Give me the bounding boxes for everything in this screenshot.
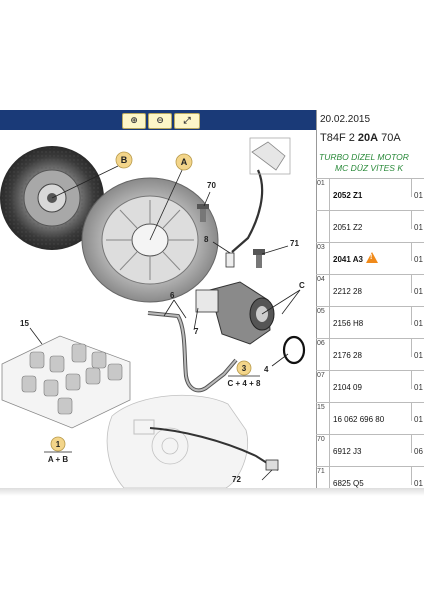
o-ring-4-part[interactable] xyxy=(282,335,306,365)
part-reference[interactable]: 6912 J3 xyxy=(333,447,362,456)
parts-row[interactable]: 2051 Z2 01 xyxy=(316,210,424,242)
gearbox-illustration xyxy=(106,394,248,488)
part-quantity: 01 xyxy=(411,211,423,232)
formula-3-text: C + 4 + 8 xyxy=(228,379,261,388)
zoom-in-icon: ⊕ xyxy=(130,116,138,126)
formula-3[interactable]: 3 C + 4 + 8 xyxy=(228,360,261,388)
callout-7[interactable]: 7 xyxy=(194,327,199,336)
part-reference[interactable]: 2041 A3 xyxy=(333,255,363,264)
callout-70[interactable]: 70 xyxy=(207,181,216,190)
formula-1-number: 1 xyxy=(56,440,61,449)
engine-line-2: MC DÜZ VİTES K xyxy=(335,163,404,173)
part-quantity: 01 xyxy=(411,371,423,392)
part-reference[interactable]: 6825 Q5 xyxy=(333,479,364,488)
part-reference[interactable]: 2104 09 xyxy=(333,383,362,392)
callout-4[interactable]: 4 xyxy=(264,365,269,374)
part-quantity: 01 xyxy=(411,339,423,360)
engine-description: TURBO DİZEL MOTOR MC DÜZ VİTES K xyxy=(319,152,424,174)
callout-72[interactable]: 72 xyxy=(232,475,241,484)
zoom-out-button[interactable]: ⊖ xyxy=(148,113,172,129)
part-reference[interactable]: 2176 28 xyxy=(333,351,362,360)
zoom-fit-icon: ⤢ xyxy=(183,116,191,126)
callout-B-label: B xyxy=(121,155,128,165)
formula-1-text: A + B xyxy=(48,455,69,464)
row-index: 71 xyxy=(316,467,330,488)
callout-71[interactable]: 71 xyxy=(290,239,299,248)
model-code-suffix: 70A xyxy=(378,132,401,144)
engine-line-1: TURBO DİZEL MOTOR xyxy=(319,152,409,162)
model-code: T84F 2 20A 70A xyxy=(320,132,401,144)
bolt-70-part[interactable] xyxy=(197,204,209,222)
part-quantity: 01 xyxy=(411,467,423,488)
model-code-prefix: T84F 2 xyxy=(320,132,358,144)
part-quantity: 01 xyxy=(411,243,423,264)
part-quantity: 01 xyxy=(411,179,423,200)
clip-8-part[interactable] xyxy=(225,252,235,268)
part-quantity: 01 xyxy=(411,275,423,296)
part-quantity: 06 xyxy=(411,435,423,456)
row-index: 01 xyxy=(316,179,330,210)
clip-72-part[interactable] xyxy=(265,459,279,471)
part-reference[interactable]: 16 062 696 80 xyxy=(333,415,385,424)
row-index: 03 xyxy=(316,243,330,274)
part-quantity: 01 xyxy=(411,307,423,328)
row-index: 70 xyxy=(316,435,330,466)
frame-bottom-edge xyxy=(0,488,424,496)
formula-1[interactable]: 1 A + B xyxy=(44,436,72,464)
row-index: 07 xyxy=(316,371,330,402)
parts-catalog-viewer: ⊕ ⊖ ⤢ 20.02.2015 T84F 2 20A 70A TURBO Dİ… xyxy=(0,110,424,488)
zoom-fit-button[interactable]: ⤢ xyxy=(174,113,200,129)
callout-A-label: A xyxy=(181,157,188,167)
zoom-toolbar: ⊕ ⊖ ⤢ xyxy=(0,110,316,130)
row-index: 04 xyxy=(316,275,330,306)
model-code-engine: 20A xyxy=(357,132,379,144)
callout-8[interactable]: 8 xyxy=(204,235,209,244)
callout-A[interactable]: A xyxy=(175,153,193,171)
row-index: 15 xyxy=(316,403,330,434)
part-quantity: 01 xyxy=(411,403,423,424)
callout-B[interactable]: B xyxy=(115,151,133,169)
callout-C[interactable]: C xyxy=(299,281,305,290)
part-reference[interactable]: 2212 28 xyxy=(333,287,362,296)
callout-15[interactable]: 15 xyxy=(20,319,29,328)
row-index: 05 xyxy=(316,307,330,338)
bolt-71-part[interactable] xyxy=(253,249,265,268)
panel-divider xyxy=(316,110,317,488)
clutch-exploded-diagram: B A 70 71 8 6 7 C 4 15 72 3 C + 4 + 8 1 xyxy=(0,137,306,488)
zoom-out-icon: ⊖ xyxy=(156,116,164,126)
catalog-date: 20.02.2015 xyxy=(320,114,371,125)
row-index: 06 xyxy=(316,339,330,370)
warning-icon[interactable]: ! xyxy=(366,252,378,263)
part-reference[interactable]: 2052 Z1 xyxy=(333,191,363,200)
zoom-in-button[interactable]: ⊕ xyxy=(122,113,146,129)
part-reference[interactable]: 2051 Z2 xyxy=(333,223,363,232)
callout-6[interactable]: 6 xyxy=(170,291,175,300)
pin-kit-15-part[interactable] xyxy=(1,335,131,429)
formula-3-number: 3 xyxy=(242,364,247,373)
part-reference[interactable]: 2156 H8 xyxy=(333,319,364,328)
row-index xyxy=(316,211,330,242)
release-bearing-part[interactable] xyxy=(195,281,275,345)
